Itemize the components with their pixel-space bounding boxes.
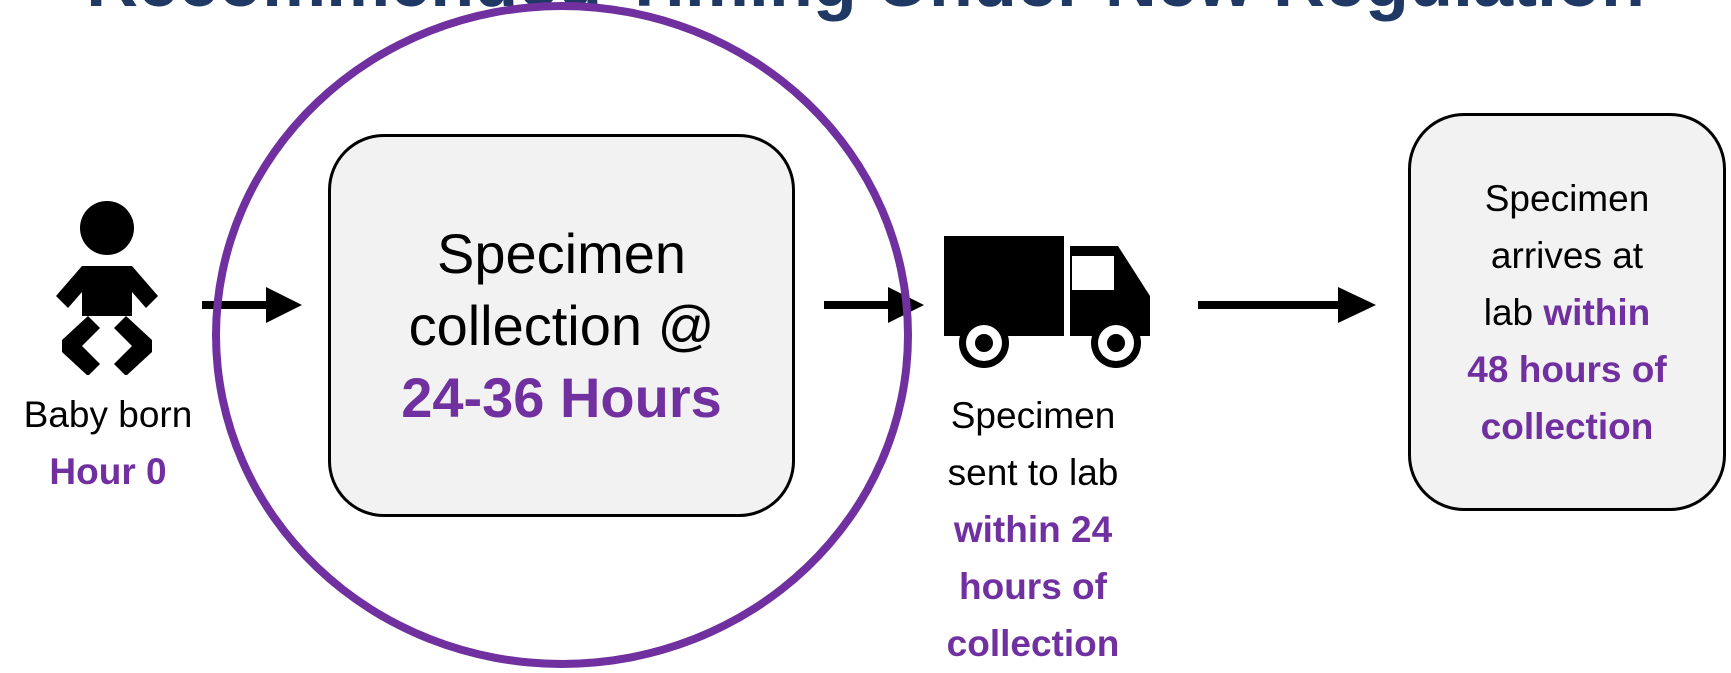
transport-label: Specimen sent to lab within 24 hours of …	[918, 387, 1148, 672]
baby-born-text: Baby born	[23, 394, 193, 435]
transport-highlight3: collection	[946, 623, 1120, 664]
right-arrow-icon	[1198, 287, 1376, 323]
baby-icon	[56, 201, 158, 375]
arrival-line1: Specimen	[1484, 177, 1650, 219]
transport-line2: sent to lab	[947, 452, 1119, 493]
right-arrow-icon	[824, 287, 924, 323]
arrival-highlight2: 48 hours of	[1467, 348, 1667, 390]
arrival-highlight3: collection	[1480, 405, 1654, 447]
right-arrow-icon	[202, 287, 302, 323]
transport-highlight1: within 24	[953, 509, 1113, 550]
transport-line1: Specimen	[950, 395, 1116, 436]
page-title: Recommended Timing Under New Regulation	[0, 0, 1731, 22]
arrival-box: Specimen arrives at lab within 48 hours …	[1408, 113, 1726, 511]
truck-icon	[944, 236, 1150, 368]
collection-hours: 24-36 Hours	[401, 365, 722, 429]
hour-zero-text: Hour 0	[49, 451, 167, 492]
collection-line2: collection @	[408, 293, 715, 357]
collection-line1: Specimen	[436, 221, 687, 285]
arrival-lab-text: lab	[1483, 291, 1534, 333]
collection-box: Specimen collection @ 24-36 Hours	[328, 134, 795, 517]
arrival-highlight1: within	[1543, 291, 1651, 333]
arrival-line2: arrives at	[1490, 234, 1644, 276]
arrival-line3: lab within	[1484, 284, 1651, 341]
baby-born-label: Baby born Hour 0	[0, 386, 216, 500]
transport-highlight2: hours of	[959, 566, 1107, 607]
